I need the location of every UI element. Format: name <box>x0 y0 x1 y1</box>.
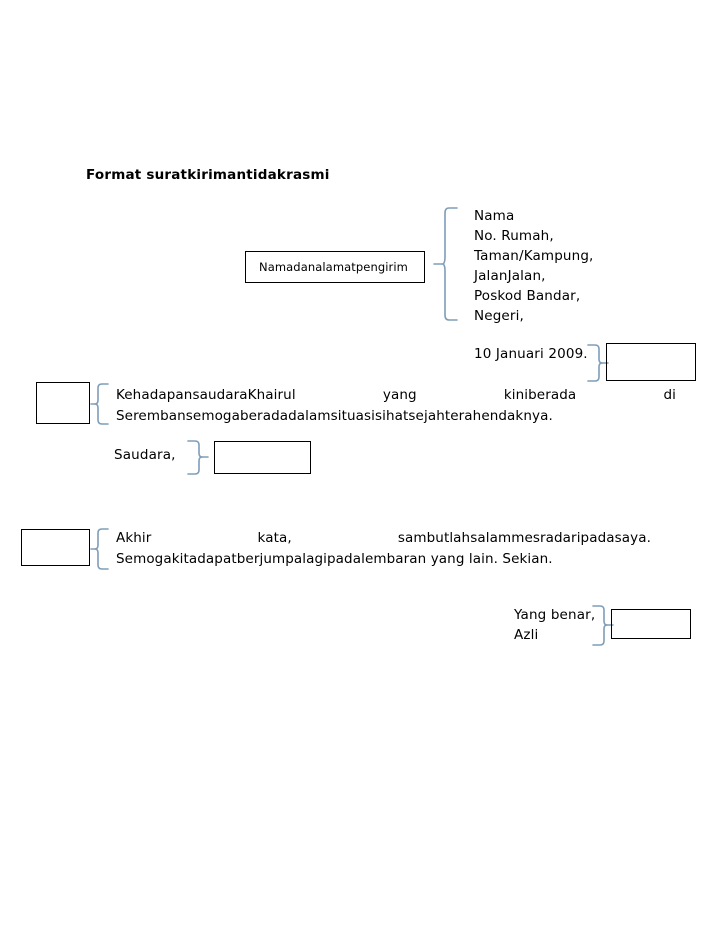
closing-segment: Akhir <box>116 530 152 546</box>
address-brace-icon <box>433 207 458 321</box>
opening-segment: di <box>663 387 676 403</box>
opening-brace-icon <box>90 383 109 425</box>
date-callout-box <box>606 343 696 381</box>
closing-callout-box <box>21 529 90 566</box>
signoff-line-2: Azli <box>514 627 539 643</box>
closing-paragraph-line-2: Semogakitadapatberjumpalagipadalembaran … <box>116 551 553 567</box>
salutation-brace-icon <box>187 440 209 475</box>
opening-paragraph-line-2: Serembansemogaberadadalamsituasisihatsej… <box>116 408 553 424</box>
salutation-text: Saudara, <box>114 447 176 463</box>
address-line: Taman/Kampung, <box>474 248 594 264</box>
closing-paragraph-line-1: Akhir kata, sambutlahsalammesradaripadas… <box>116 528 651 549</box>
address-line: No. Rumah, <box>474 228 554 244</box>
address-line: JalanJalan, <box>474 268 546 284</box>
recipient-address-block: Nama No. Rumah, Taman/Kampung, JalanJala… <box>474 206 594 326</box>
signoff-callout-box <box>611 609 691 639</box>
opening-segment: KehadapansaudaraKhairul <box>116 387 296 403</box>
closing-segment: sambutlahsalammesradaripadasaya. <box>397 530 651 546</box>
closing-segment: kata, <box>257 530 292 546</box>
page-title: Format suratkirimantidakrasmi <box>86 167 330 183</box>
sender-address-label-box: Namadanalamatpengirim <box>245 251 425 283</box>
date-brace-icon <box>587 344 609 382</box>
address-line: Nama <box>474 208 515 224</box>
sender-address-label-text: Namadanalamatpengirim <box>259 260 408 274</box>
closing-paragraph: Akhir kata, sambutlahsalammesradaripadas… <box>116 528 651 570</box>
address-line: Poskod Bandar, <box>474 288 581 304</box>
opening-callout-box <box>36 382 90 424</box>
signoff-brace-icon <box>592 605 614 646</box>
opening-segment: kiniberada <box>503 387 577 403</box>
opening-paragraph: KehadapansaudaraKhairul yang kiniberada … <box>116 385 676 427</box>
closing-brace-icon <box>90 528 109 570</box>
signoff-block: Yang benar, Azli <box>514 605 595 645</box>
opening-segment: yang <box>382 387 417 403</box>
signoff-line-1: Yang benar, <box>514 607 596 623</box>
opening-paragraph-line-1: KehadapansaudaraKhairul yang kiniberada … <box>116 385 676 406</box>
salutation-callout-box <box>214 441 311 474</box>
letter-date: 10 Januari 2009. <box>474 346 588 362</box>
address-line: Negeri, <box>474 308 524 324</box>
